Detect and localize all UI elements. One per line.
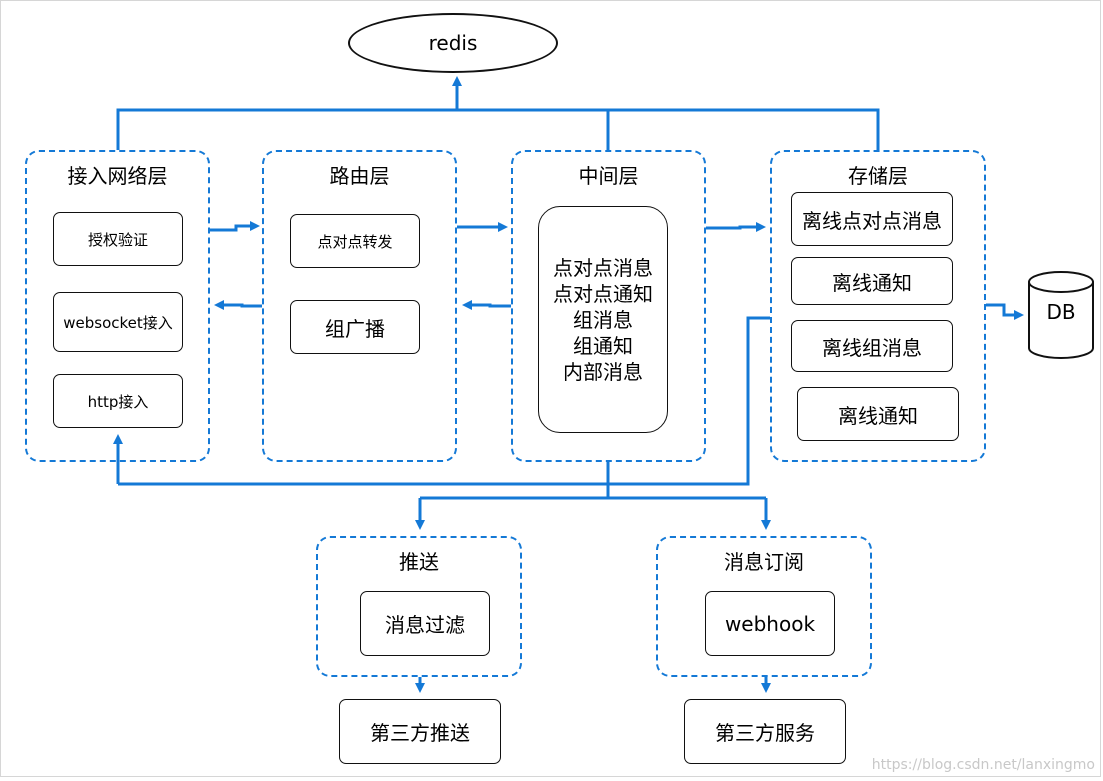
offline-notice-box-2: 离线通知 <box>797 387 959 441</box>
websocket-access-box: websocket接入 <box>53 292 183 352</box>
storage-layer: 存储层 <box>770 150 986 462</box>
message-filter-box: 消息过滤 <box>360 591 490 656</box>
auth-verify-box: 授权验证 <box>53 212 183 266</box>
group-broadcast-box: 组广播 <box>290 300 420 354</box>
connector-bottom-bus <box>118 316 770 486</box>
db-label: DB <box>1046 300 1076 324</box>
webhook-box: webhook <box>705 591 835 656</box>
middle-message-types-box: 点对点消息 点对点通知 组消息 组通知 内部消息 <box>538 206 668 433</box>
arrow-middle-to-storage <box>706 222 766 232</box>
arrow-routing-to-access <box>214 300 262 310</box>
message-type-line: 组消息 <box>573 307 633 332</box>
access-layer: 接入网络层 <box>25 150 210 462</box>
subscribe-layer-title: 消息订阅 <box>724 550 804 574</box>
storage-layer-title: 存储层 <box>848 164 908 188</box>
message-type-line: 组通知 <box>573 333 633 358</box>
arrow-access-to-routing <box>210 221 260 232</box>
connector-bus-to-redis <box>116 108 880 150</box>
push-layer: 推送 <box>316 536 522 677</box>
third-party-service-box: 第三方服务 <box>684 699 846 764</box>
p2p-forward-box: 点对点转发 <box>290 214 420 268</box>
message-type-line: 点对点通知 <box>553 281 653 306</box>
third-party-push-box: 第三方推送 <box>339 699 501 764</box>
arrow-storage-to-db <box>986 303 1024 320</box>
arrow-middle-to-routing <box>462 300 511 310</box>
http-access-box: http接入 <box>53 374 183 428</box>
offline-p2p-message-box: 离线点对点消息 <box>791 192 953 246</box>
message-type-line: 内部消息 <box>563 359 643 384</box>
push-layer-title: 推送 <box>399 550 439 574</box>
offline-group-message-box: 离线组消息 <box>791 320 953 372</box>
redis-node: redis <box>348 13 558 73</box>
access-layer-title: 接入网络层 <box>67 164 168 188</box>
db-icon <box>1028 271 1094 359</box>
subscribe-layer: 消息订阅 <box>656 536 872 677</box>
routing-layer-title: 路由层 <box>329 164 390 188</box>
watermark: https://blog.csdn.net/lanxingmo <box>871 757 1095 773</box>
offline-notice-box: 离线通知 <box>791 257 953 305</box>
middle-layer-title: 中间层 <box>578 164 639 188</box>
routing-layer: 路由层 <box>262 150 457 462</box>
message-type-line: 点对点消息 <box>553 255 653 280</box>
middle-layer: 中间层 <box>511 150 706 462</box>
